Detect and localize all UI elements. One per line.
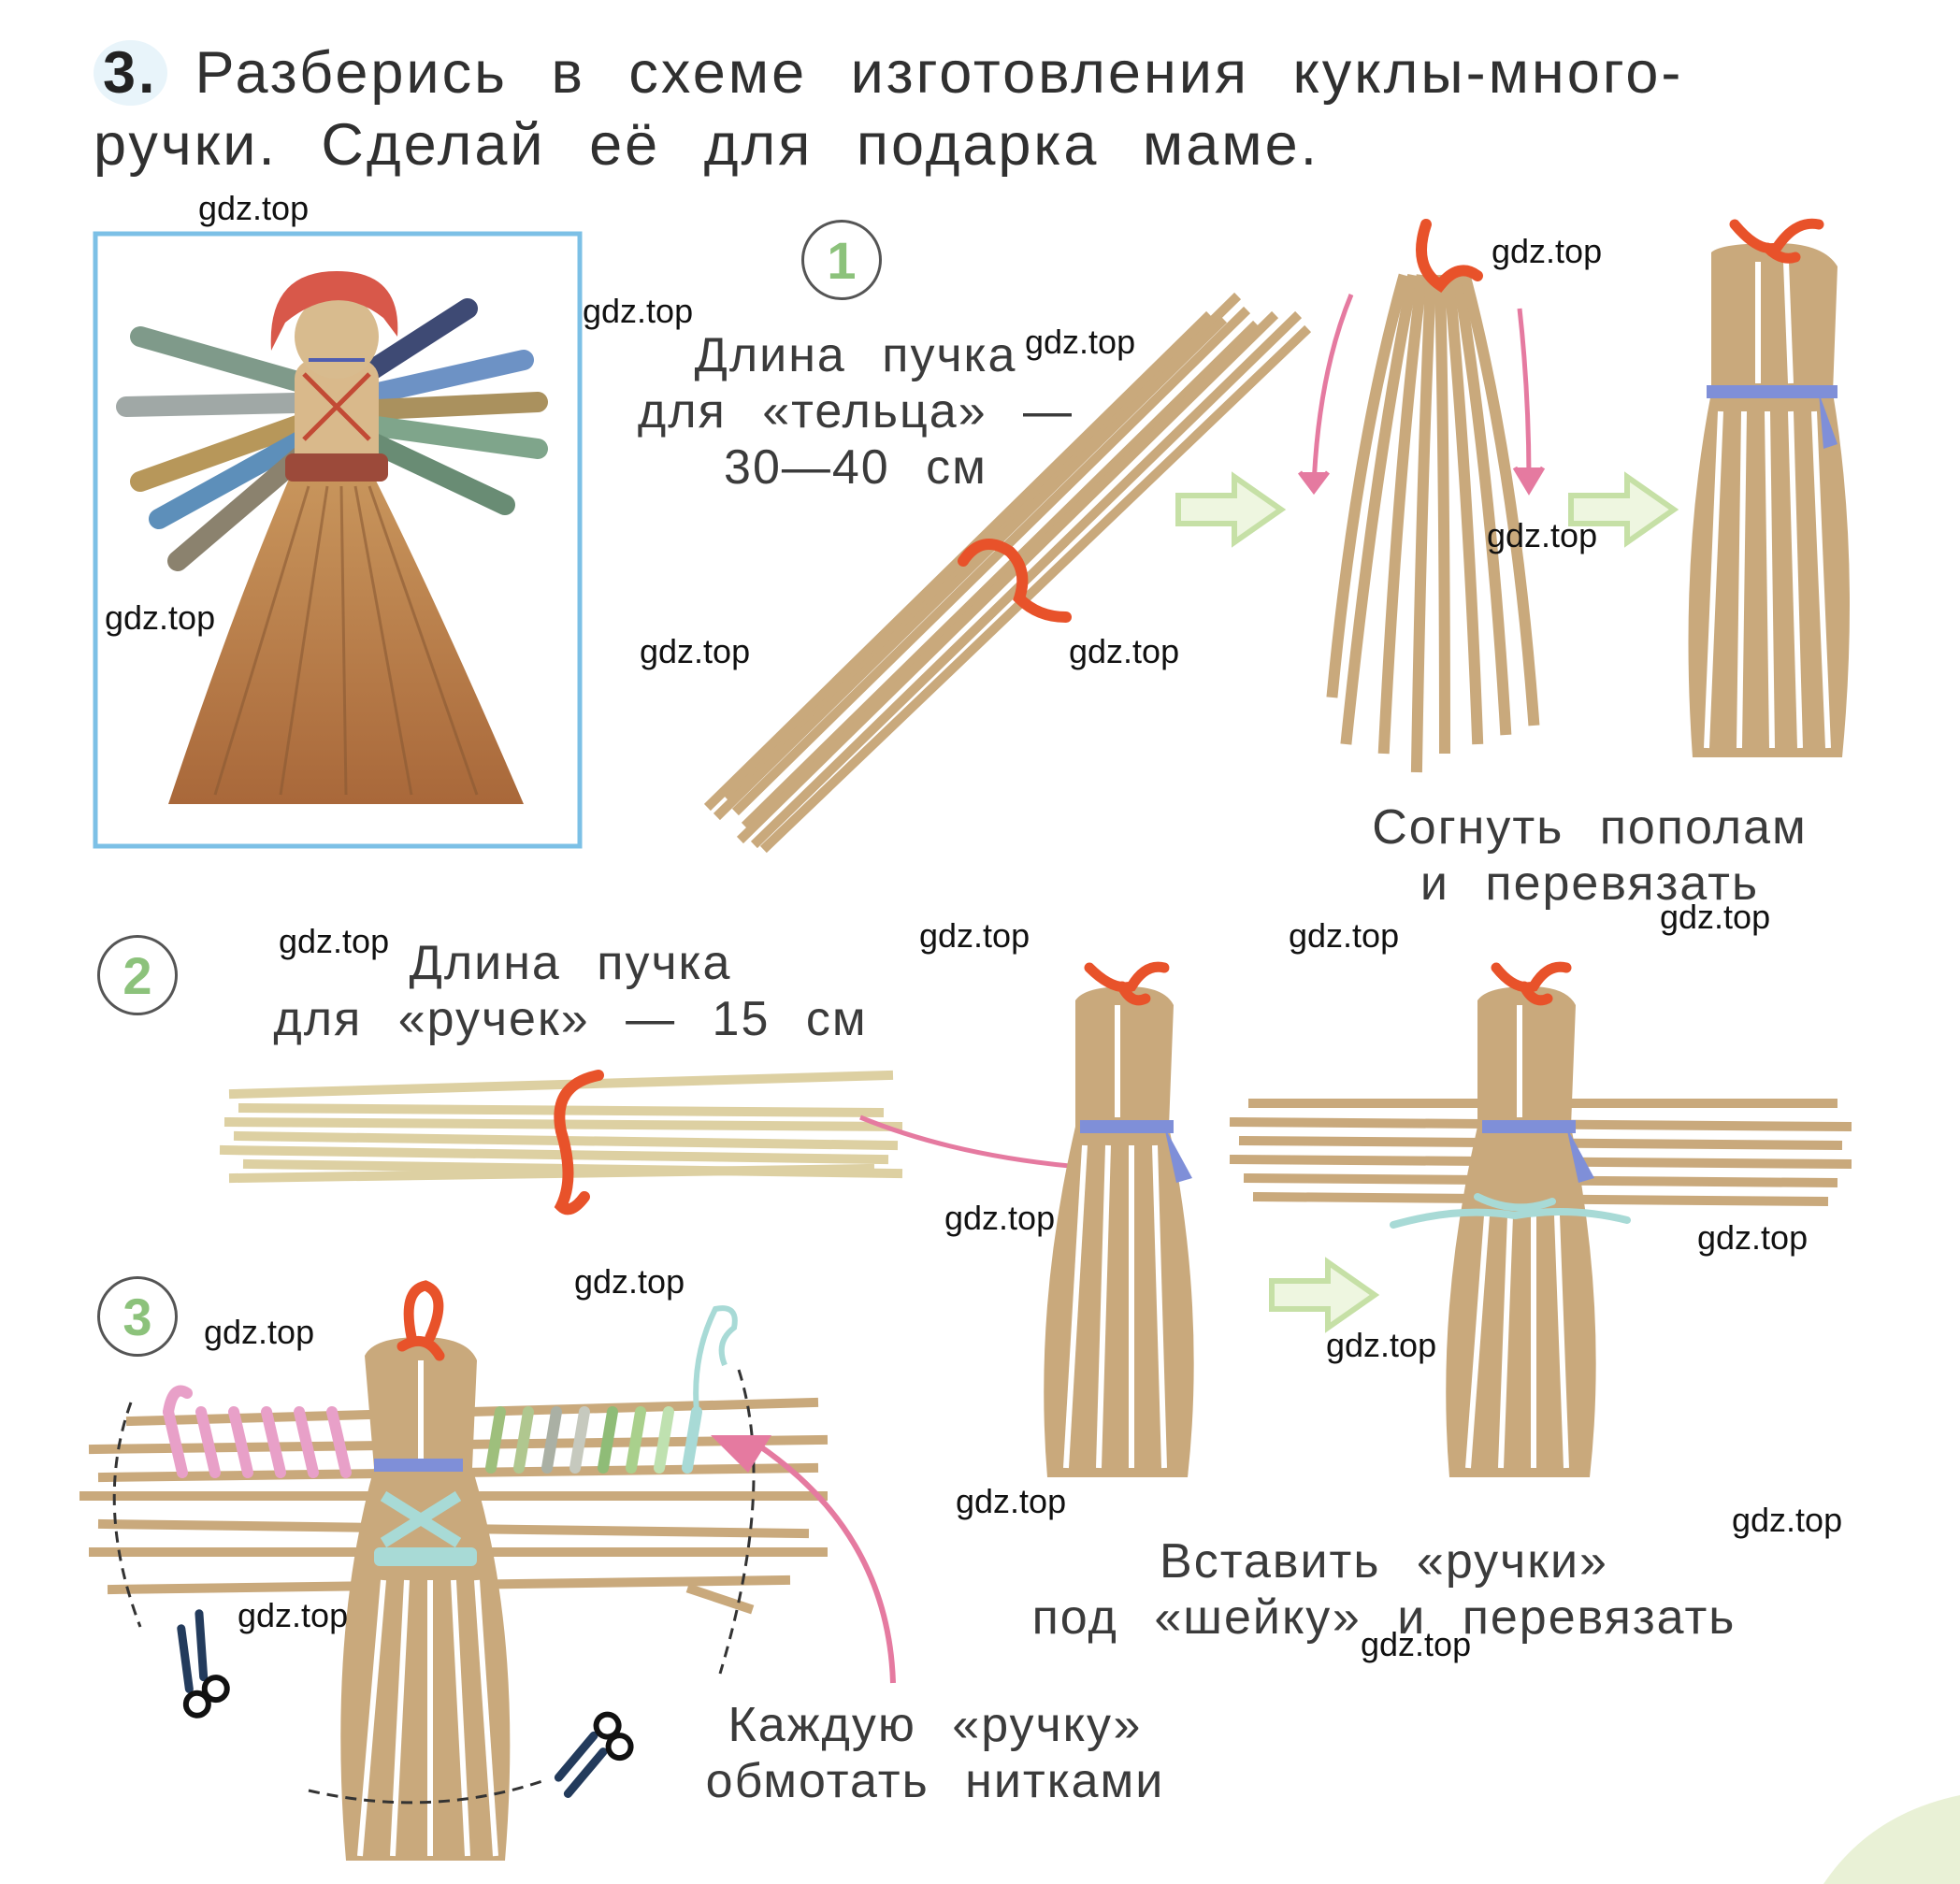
- pink-arrow-icon: [1298, 294, 1546, 496]
- step-number-2: 2: [97, 935, 178, 1015]
- step1-caption: Длина пучка для «тельца» — 30—40 см: [622, 327, 1089, 496]
- watermark: gdz.top: [204, 1313, 315, 1351]
- wrap-instruction: Каждую «ручку» обмотать нитками: [673, 1697, 1197, 1809]
- wrap-instruction-line2: обмотать нитками: [705, 1754, 1165, 1808]
- watermark: gdz.top: [1487, 516, 1598, 554]
- watermark: gdz.top: [1289, 916, 1400, 955]
- insert-instruction-line1: Вставить «ручки»: [1160, 1534, 1608, 1589]
- watermark: gdz.top: [919, 916, 1030, 955]
- watermark: gdz.top: [1025, 323, 1136, 361]
- step2-arms-tie: [554, 1070, 604, 1215]
- watermark: gdz.top: [238, 1596, 349, 1634]
- watermark: gdz.top: [583, 292, 694, 330]
- corner-decoration: [1823, 1795, 1960, 1884]
- pink-arrow-head: [711, 1435, 771, 1473]
- watermark: gdz.top: [1697, 1218, 1809, 1257]
- fold-instruction: Согнуть пополам и перевязать: [1328, 799, 1852, 912]
- scissors-icon: [554, 1711, 634, 1798]
- watermark: gdz.top: [574, 1262, 685, 1301]
- insert-instruction: Вставить «ручки» под «шейку» и перевязат…: [963, 1533, 1805, 1646]
- insert-instruction-line2: под «шейку» и перевязать: [1031, 1590, 1737, 1645]
- step1-caption-line3: 30—40 см: [724, 440, 987, 495]
- watermark: gdz.top: [640, 632, 751, 670]
- watermark: gdz.top: [956, 1482, 1067, 1520]
- scissors-icon: [177, 1609, 230, 1719]
- task-heading-line1: 3. Разберись в схеме изготовления куклы-м…: [94, 37, 1870, 109]
- doll-photo-skirt: [168, 477, 524, 804]
- watermark: gdz.top: [1326, 1326, 1437, 1364]
- step2-caption: Длина пучка для «ручек» — 15 см: [262, 935, 879, 1047]
- task-heading: 3. Разберись в схеме изготовления куклы-м…: [94, 37, 1870, 181]
- pink-arrow-icon: [756, 1442, 896, 1684]
- doll-photo-head: [295, 295, 379, 379]
- green-arrow-icon: [1269, 1257, 1380, 1333]
- watermark: gdz.top: [1732, 1501, 1843, 1539]
- watermark: gdz.top: [944, 1199, 1056, 1237]
- doll-photo: [93, 231, 583, 849]
- watermark: gdz.top: [1660, 898, 1771, 936]
- step-number-1: 1: [801, 220, 882, 300]
- step2-body-bundle: [1044, 961, 1194, 1477]
- watermark: gdz.top: [1361, 1625, 1472, 1663]
- step3-doll: [79, 1280, 829, 1861]
- step-number-3: 3: [97, 1276, 178, 1357]
- watermark: gdz.top: [1069, 632, 1180, 670]
- doll-photo-body: [295, 360, 379, 482]
- watermark: gdz.top: [105, 598, 216, 637]
- task-heading-line2: ручки. Сделай её для подарка маме.: [94, 112, 1320, 178]
- step2-caption-line2: для «ручек» — 15 см: [273, 992, 868, 1046]
- green-arrow-icon: [1175, 471, 1287, 548]
- step1-folded-bundle: [1688, 218, 1850, 757]
- doll-photo-kerchief: [270, 271, 398, 351]
- step2-doll-with-arms: [1229, 961, 1852, 1477]
- fold-instruction-line2: и перевязать: [1420, 856, 1760, 911]
- green-arrow-icon: [1568, 471, 1679, 548]
- fold-instruction-line1: Согнуть пополам: [1372, 800, 1808, 855]
- step1-caption-line1: Длина пучка: [694, 328, 1017, 382]
- watermark: gdz.top: [279, 922, 390, 960]
- step1-bundle-tie: [958, 539, 1072, 623]
- step1-hanging-bundle: [1326, 273, 1540, 773]
- watermark: gdz.top: [1492, 232, 1603, 270]
- step2-caption-line1: Длина пучка: [409, 936, 732, 990]
- watermark: gdz.top: [198, 189, 310, 227]
- wrap-instruction-line1: Каждую «ручку»: [728, 1698, 1143, 1752]
- task-number: 3.: [94, 40, 167, 106]
- task-text-line1: Разберись в схеме изготовления куклы-мно…: [195, 40, 1684, 106]
- step1-hanging-tie: [1416, 219, 1483, 294]
- step1-caption-line2: для «тельца» —: [637, 384, 1074, 439]
